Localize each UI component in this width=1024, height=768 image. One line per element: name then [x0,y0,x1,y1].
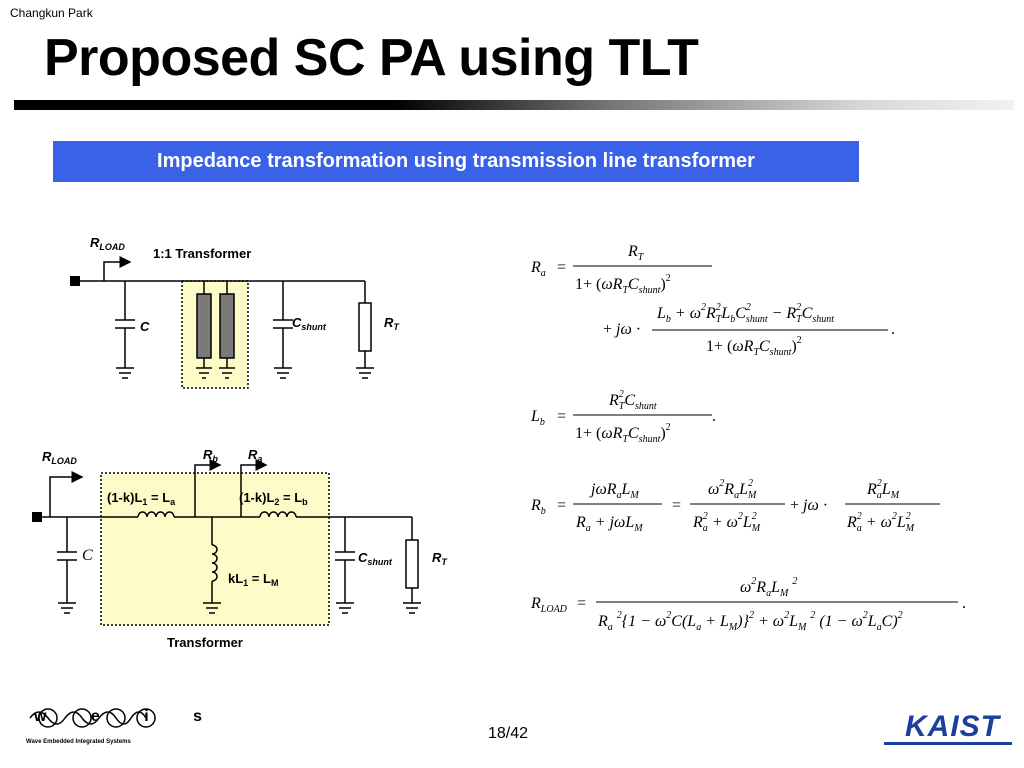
circuit-bottom [32,459,421,626]
label-l2: (1-k)L2 = Lb [239,490,308,507]
svg-text:1+ (ωRTCshunt)2: 1+ (ωRTCshunt)2 [575,422,671,445]
svg-text:=: = [672,497,681,514]
svg-text:=: = [557,408,566,425]
svg-text:1+ (ωRTCshunt)2: 1+ (ωRTCshunt)2 [575,273,671,296]
slide-title: Proposed SC PA using TLT [44,29,699,87]
svg-text:.: . [891,321,895,338]
equation-rload: RLOAD = ω2RaLM2 Ra2{1 − ω2C(La + LM)}2 +… [530,576,966,633]
svg-text:Ra2{1 − ω2C(La + LM)}2 + ω2LM2: Ra2{1 − ω2C(La + LM)}2 + ω2LM2 (1 − ω2La… [597,610,903,633]
input-port-top [70,276,80,286]
label-rb: Rb [203,447,218,464]
svg-text:.: . [712,408,716,425]
label-ra: Ra [248,447,262,464]
kaist-logo-underline [884,742,1012,745]
label-cshunt-top: Cshunt [292,315,327,332]
weis-logo-mark [29,708,156,728]
svg-text:=: = [557,497,566,514]
label-rt-bottom: RT [432,550,448,567]
svg-text:ω2RaLM2: ω2RaLM2 [740,576,797,599]
weis-logo: w e i s [34,708,223,725]
label-cshunt-bottom: Cshunt [358,550,393,567]
svg-text:Ra + jωLM: Ra + jωLM [575,514,643,534]
title-underline [14,100,1014,110]
author-name: Changkun Park [10,6,93,20]
svg-text:1+ (ωRTCshunt)2: 1+ (ωRTCshunt)2 [706,335,802,358]
subtitle-banner: Impedance transformation using transmiss… [53,141,859,182]
svg-text:Ra: Ra [530,259,546,279]
svg-text:RLOAD: RLOAD [530,595,568,615]
label-transformer-top: 1:1 Transformer [153,246,251,261]
label-l1: (1-k)L1 = La [107,490,176,507]
label-rt-top: RT [384,315,400,332]
transformer-bottom-box [100,472,330,626]
label-c-bottom: C [82,547,93,564]
label-rload-bottom: RLOAD [42,449,77,466]
svg-text:.: . [962,595,966,612]
svg-text:Rb: Rb [530,497,546,517]
svg-text:jωRaLM: jωRaLM [589,481,639,501]
svg-text:RT: RT [627,243,645,263]
svg-text:=: = [577,595,586,612]
label-rload-top: RLOAD [90,235,125,252]
page-number: 18/42 [488,725,529,742]
tlt-line-1 [196,293,212,359]
svg-text:=: = [557,259,566,276]
tlt-line-2 [219,293,235,359]
label-c-top: C [140,319,150,334]
label-lm: kL1 = LM [228,571,278,588]
svg-text:+ jω ·: + jω · [603,321,641,338]
equation-ra: Ra = RT 1+ (ωRTCshunt)2 + jω · Lb + ω2R2… [530,243,895,358]
input-port-bottom [32,512,42,522]
weis-logo-caption: Wave Embedded Integrated Systems [26,739,131,745]
svg-text:+ jω ·: + jω · [790,497,828,514]
transformer-top-box [181,280,249,389]
svg-text:Lb: Lb [530,408,545,428]
label-transformer-bottom: Transformer [167,635,243,650]
circuit-top [70,256,374,389]
kaist-logo: KAIST [905,710,1000,743]
